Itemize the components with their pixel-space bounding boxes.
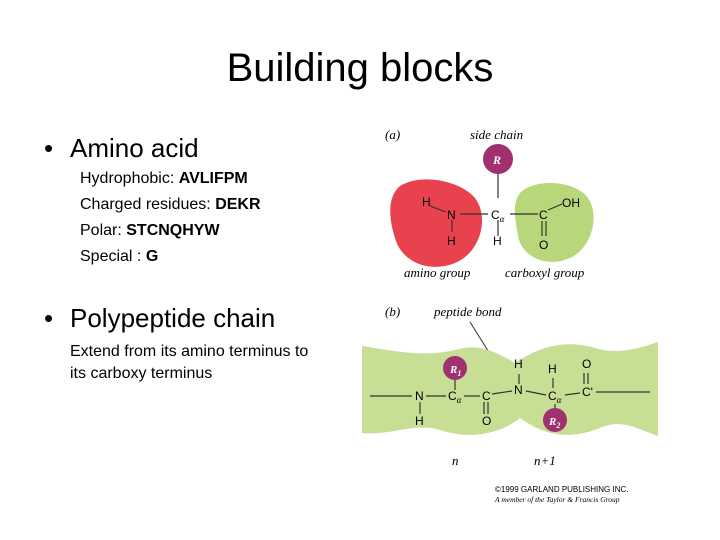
chain-description: Extend from its amino terminus to its ca… — [70, 341, 308, 385]
polar-value: STCNQHYW — [126, 222, 220, 239]
atom-h-alpha: H — [493, 234, 502, 248]
atom-n-amino: N — [447, 208, 456, 222]
atom-o-carboxyl: O — [539, 238, 548, 252]
chain-atom-n2: N — [514, 383, 523, 397]
chain-atom-o1: O — [482, 414, 491, 428]
residue-n-label: n — [452, 453, 459, 468]
atom-c-carboxyl: C — [539, 208, 548, 222]
chain-atom-c2: C' — [582, 385, 593, 399]
bond-c-oh — [547, 203, 563, 211]
side-chain-r-label: R — [492, 153, 501, 167]
residue-n-plus-1-label: n+1 — [534, 453, 556, 468]
special-line: Special : G — [80, 247, 158, 267]
publisher-note: A member of the Taylor & Francis Group — [494, 495, 620, 504]
side-chain-caption: side chain — [470, 127, 523, 142]
charged-label: Charged residues: — [80, 196, 216, 213]
bullet-amino-acid: • Amino acid — [44, 133, 199, 163]
chain-atom-o2: O — [582, 357, 591, 371]
atom-c-alpha: Cα — [491, 208, 505, 224]
polypeptide-chain-band — [362, 342, 658, 436]
slide-title: Building blocks — [226, 46, 494, 90]
side-chain-circle — [483, 144, 513, 174]
bullet-dot: • — [44, 303, 54, 333]
special-value: G — [145, 248, 159, 265]
carboxyl-group-blob — [514, 182, 594, 262]
chain-description-line-2: its carboxy terminus — [70, 365, 213, 382]
polar-line: Polar: STCNQHYW — [80, 221, 220, 241]
carboxyl-group-caption: carboxyl group — [505, 265, 585, 280]
chain-bond-n2-ca2 — [525, 390, 547, 396]
charged-value: DEKR — [215, 196, 261, 213]
atom-h-amino-bottom: H — [447, 234, 456, 248]
amino-group-blob — [390, 179, 483, 267]
copyright-text: ©1999 GARLAND PUBLISHING INC. — [495, 485, 629, 494]
chain-atom-h2: H — [514, 357, 523, 371]
bullet-dot: • — [44, 133, 54, 163]
chain-bond-peptide — [491, 390, 513, 395]
bullet-amino-acid-text: Amino acid — [70, 133, 199, 163]
r2-circle — [543, 408, 567, 432]
chain-description-line-1: Extend from its amino terminus to — [70, 343, 309, 360]
chain-atom-ca2: Cα — [548, 389, 562, 405]
chain-atom-c1: C — [482, 389, 491, 403]
hydrophobic-value: AVLIFPM — [178, 170, 248, 187]
bullet-polypeptide-text: Polypeptide chain — [70, 303, 276, 333]
r2-label: R2 — [548, 416, 560, 430]
panel-b-label: (b) — [385, 304, 400, 319]
hydrophobic-label: Hydrophobic: — [80, 170, 179, 187]
atom-oh: OH — [562, 196, 580, 210]
special-label: Special : — [80, 248, 146, 265]
panel-a-label: (a) — [385, 127, 400, 142]
chain-bond-ca2-c2 — [564, 392, 581, 396]
amino-group-caption: amino group — [404, 265, 471, 280]
chain-atom-ca1: Cα — [448, 389, 462, 405]
r1-label: R1 — [449, 364, 461, 378]
chain-atom-n1: N — [415, 389, 424, 403]
chain-atom-h-ca2: H — [548, 362, 557, 376]
polar-label: Polar: — [80, 222, 127, 239]
charged-line: Charged residues: DEKR — [80, 195, 261, 215]
bond-h-n-top — [429, 205, 447, 213]
bullet-polypeptide: • Polypeptide chain — [44, 303, 275, 333]
peptide-bond-caption: peptide bond — [433, 304, 502, 319]
hydrophobic-line: Hydrophobic: AVLIFPM — [80, 169, 248, 189]
r1-circle — [443, 356, 467, 380]
amino-acid-figure: (a) side chain R H N H Cα H C OH O amino… — [362, 127, 658, 504]
chain-atom-h1: H — [415, 414, 424, 428]
atom-h-amino-top: H — [422, 195, 431, 209]
